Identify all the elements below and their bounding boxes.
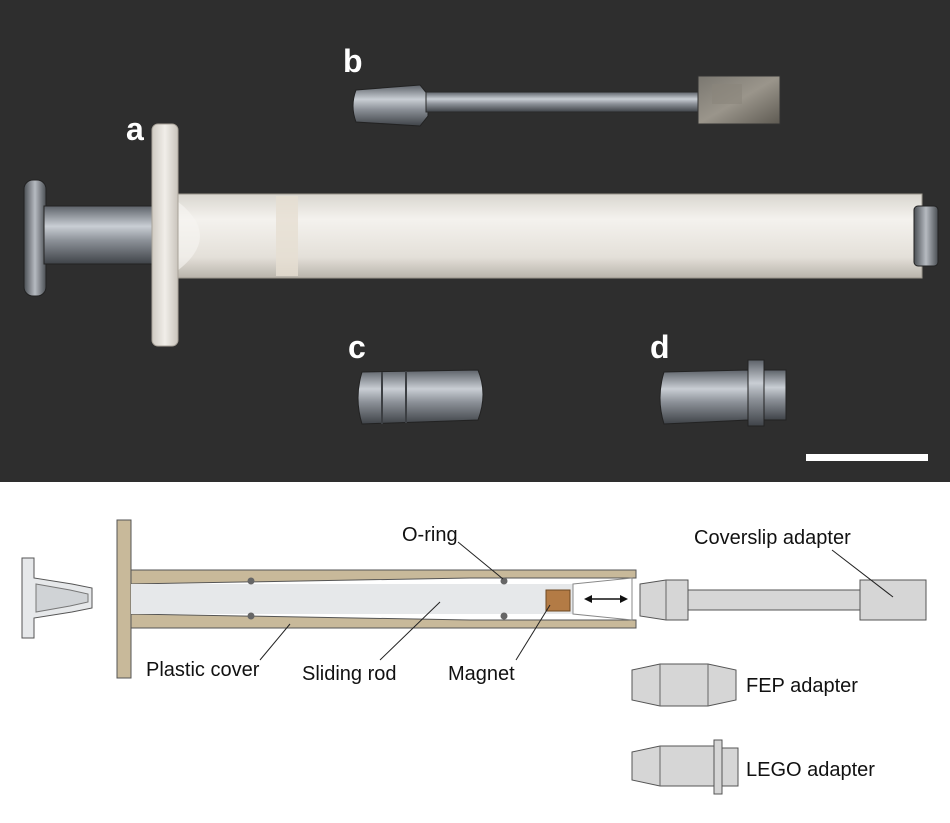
fep-adapter-shape (631, 663, 737, 707)
double-arrow-icon (584, 595, 628, 603)
label-lego-adapter: LEGO adapter (746, 759, 875, 781)
label-plastic-cover: Plastic cover (146, 659, 260, 681)
schematic-panel: O-ring Coverslip adapter Plastic cover S… (21, 519, 927, 795)
label-sliding-rod: Sliding rod (302, 663, 397, 685)
part-d-lego-adapter (659, 359, 787, 427)
panel-letter-d: d (650, 329, 670, 365)
lego-adapter-shape (631, 739, 739, 795)
o-ring-top-right (500, 577, 508, 585)
panel-letter-a: a (126, 111, 144, 147)
o-ring-top-left (247, 577, 255, 585)
scale-bar (806, 454, 928, 461)
part-a-injector-assembly (23, 123, 939, 347)
photo-panel: a b c d (0, 0, 950, 482)
magnet-shape (545, 589, 571, 612)
coverslip-adapter-shape (639, 579, 927, 621)
part-c-fep-adapter (357, 369, 484, 425)
label-o-ring: O-ring (402, 524, 458, 546)
plastic-cover-shape (116, 519, 637, 679)
panel-letter-b: b (343, 43, 363, 79)
part-b-coverslip-adapter (352, 75, 781, 127)
label-magnet: Magnet (448, 663, 515, 685)
panel-letter-c: c (348, 329, 366, 365)
label-fep-adapter: FEP adapter (746, 675, 858, 697)
o-ring-bottom-left (247, 612, 255, 620)
label-coverslip-adapter: Coverslip adapter (694, 527, 851, 549)
o-ring-bottom-right (500, 612, 508, 620)
